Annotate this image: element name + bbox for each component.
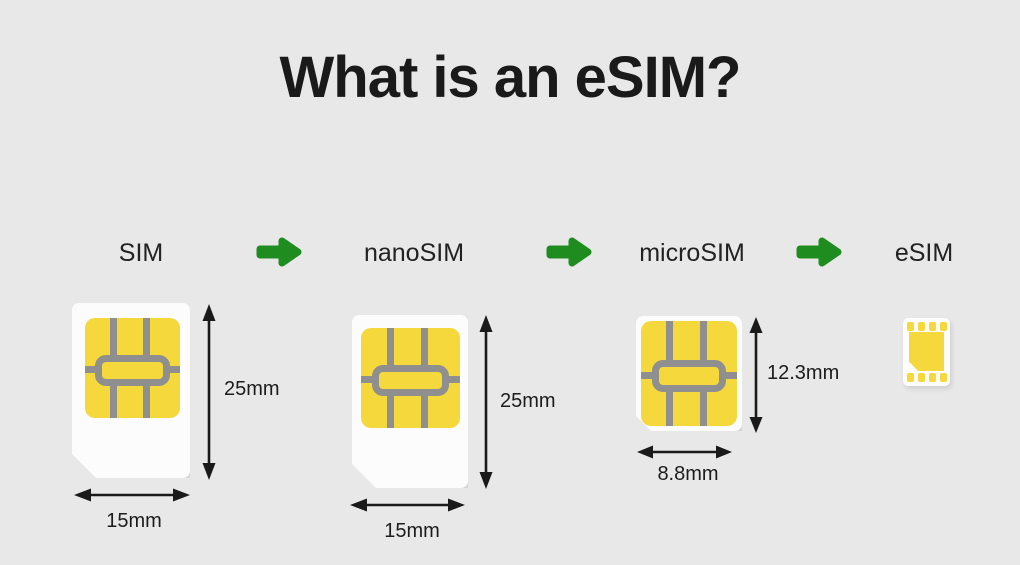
stage-label-sim: SIM bbox=[118, 239, 164, 267]
page-title: What is an eSIM? bbox=[279, 45, 742, 110]
esim-module bbox=[903, 318, 950, 386]
right-arrow-icon bbox=[796, 237, 842, 267]
esim-die bbox=[909, 332, 944, 371]
width-dimension-arrow bbox=[74, 488, 190, 502]
sim-height-label: 25mm bbox=[224, 378, 280, 400]
nanosim-width-label: 15mm bbox=[384, 520, 440, 542]
width-dimension-arrow bbox=[350, 498, 465, 512]
sim-chip-contacts bbox=[85, 318, 180, 418]
esim-pad bbox=[940, 373, 947, 382]
esim-pad bbox=[929, 373, 936, 382]
microsim-height-label: 12.3mm bbox=[767, 362, 840, 384]
esim-pad bbox=[918, 322, 925, 331]
nanosim-chip-contacts bbox=[361, 328, 460, 428]
nanosim-card bbox=[352, 315, 468, 488]
microsim-width-label: 8.8mm bbox=[657, 463, 719, 485]
width-dimension-arrow bbox=[637, 445, 732, 459]
nanosim-height-label: 25mm bbox=[500, 390, 556, 412]
microsim-card bbox=[636, 316, 742, 431]
esim-pad bbox=[907, 373, 914, 382]
esim-pad bbox=[940, 322, 947, 331]
esim-pad bbox=[907, 322, 914, 331]
stage-label-esim: eSIM bbox=[894, 239, 954, 267]
microsim-chip-contacts bbox=[641, 321, 737, 426]
esim-pad bbox=[918, 373, 925, 382]
sim-width-label: 15mm bbox=[106, 510, 162, 532]
right-arrow-icon bbox=[546, 237, 592, 267]
height-dimension-arrow bbox=[749, 317, 763, 433]
esim-pad bbox=[929, 322, 936, 331]
right-arrow-icon bbox=[256, 237, 302, 267]
height-dimension-arrow bbox=[479, 315, 493, 489]
stage-label-microsim: microSIM bbox=[639, 239, 745, 267]
stage-label-nanosim: nanoSIM bbox=[363, 239, 465, 267]
sim-card bbox=[72, 303, 190, 478]
height-dimension-arrow bbox=[202, 304, 216, 480]
